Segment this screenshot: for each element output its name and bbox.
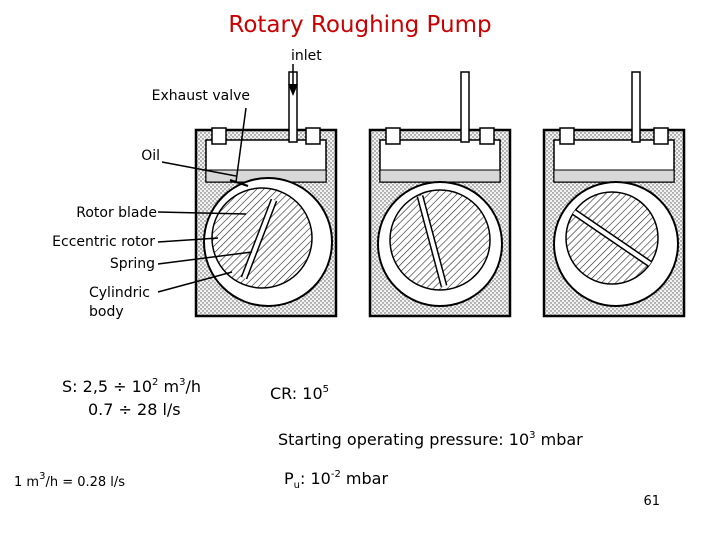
ultimate-pressure: Pu: 10-2 mbar <box>284 469 389 491</box>
inlet-arrow <box>288 84 298 96</box>
cylindric-body-label-line1: Cylindric <box>89 285 150 301</box>
oil-label: Oil <box>141 148 160 164</box>
exhaust-valve-1 <box>229 179 249 187</box>
inlet-pipe-3 <box>631 71 641 143</box>
eccentric-rotor-label: Eccentric rotor <box>52 234 155 250</box>
spring-label: Spring <box>109 256 155 272</box>
pump-stage-2 <box>368 71 512 318</box>
compression-ratio: CR: 105 <box>270 384 330 403</box>
pump-stage-1 <box>194 64 338 318</box>
exhaust-valve-label: Exhaust valve <box>151 88 250 104</box>
eccentric-rotor-2 <box>389 189 491 291</box>
unit-conversion: 1 m3/h = 0.28 l/s <box>14 471 126 491</box>
page-number: 61 <box>643 494 660 509</box>
starting-pressure: Starting operating pressure: 103 mbar <box>278 430 583 449</box>
inlet-pipe-2 <box>460 71 470 143</box>
pump-stage-3 <box>542 71 686 318</box>
page-title: Rotary Roughing Pump <box>228 12 492 38</box>
rotor-blade-label: Rotor blade <box>76 205 157 221</box>
pumping-speed-ls: 0.7 ÷ 28 l/s <box>88 400 181 419</box>
pumping-speed-m3h: S: 2,5 ÷ 102 m3/h <box>62 377 201 396</box>
inlet-label: inlet <box>291 48 322 64</box>
cylindric-body-label-line2: body <box>89 304 124 320</box>
leader-lines <box>157 107 253 293</box>
